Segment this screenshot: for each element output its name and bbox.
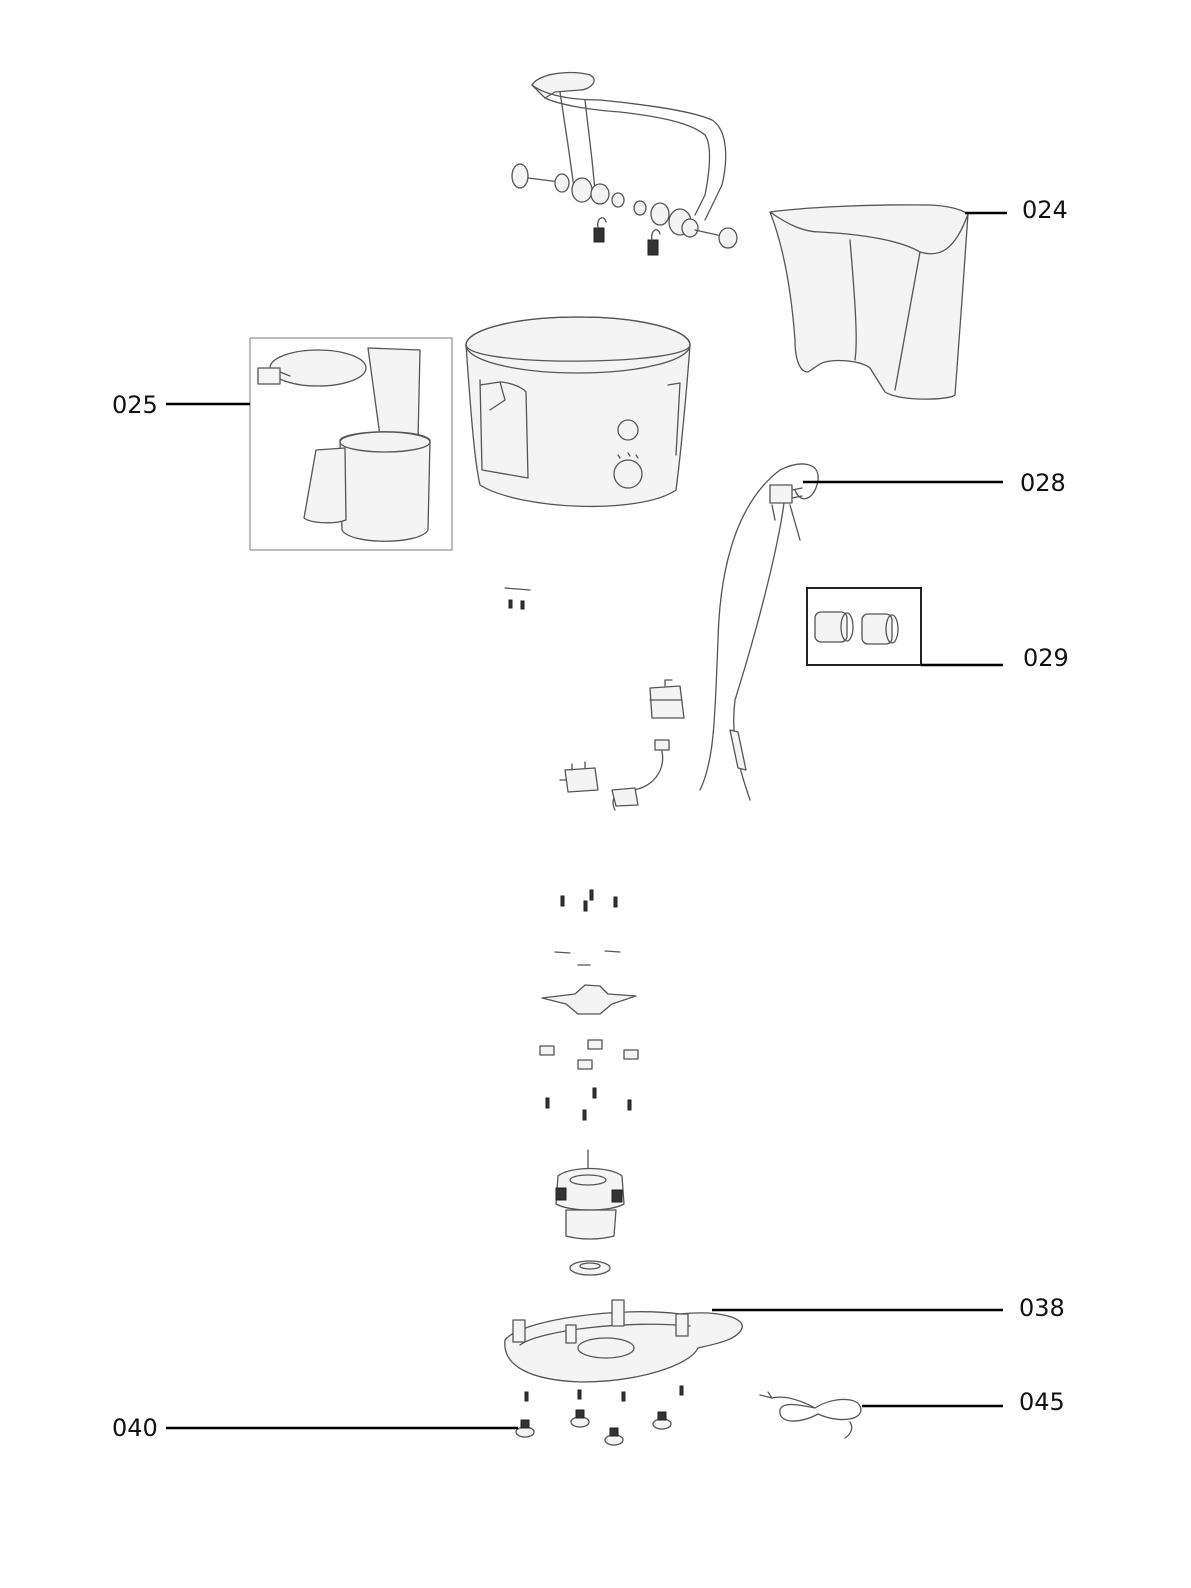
label-038: 038 [1019, 1294, 1065, 1322]
switch-part [559, 679, 685, 793]
motor-part [555, 1149, 625, 1240]
upper-screw-set [560, 889, 618, 912]
rubber-feet-part [515, 1409, 672, 1446]
coupler-part [569, 1260, 611, 1276]
bottom-screw-set [524, 1385, 684, 1402]
label-045: 045 [1019, 1388, 1065, 1416]
lid-clamp-assembly [511, 71, 738, 256]
cord-tie-part [759, 1391, 862, 1439]
clip-set [554, 950, 621, 966]
housing-screws [504, 587, 531, 610]
juice-jug-part [249, 337, 453, 551]
pulp-container-part [769, 204, 969, 400]
label-025: 025 [112, 391, 158, 419]
label-029: 029 [1023, 644, 1069, 672]
label-040: 040 [112, 1414, 158, 1442]
rubber-grommets [539, 1039, 639, 1070]
label-028: 028 [1020, 469, 1066, 497]
power-cord-part [611, 463, 819, 811]
middle-screw-set [545, 1087, 632, 1121]
motor-housing-part [465, 316, 691, 508]
base-plate-part [504, 1299, 743, 1383]
motor-mount-bracket [541, 984, 637, 1015]
carbon-brush-part [806, 587, 922, 666]
leader-lines [166, 211, 1007, 1430]
label-024: 024 [1022, 196, 1068, 224]
